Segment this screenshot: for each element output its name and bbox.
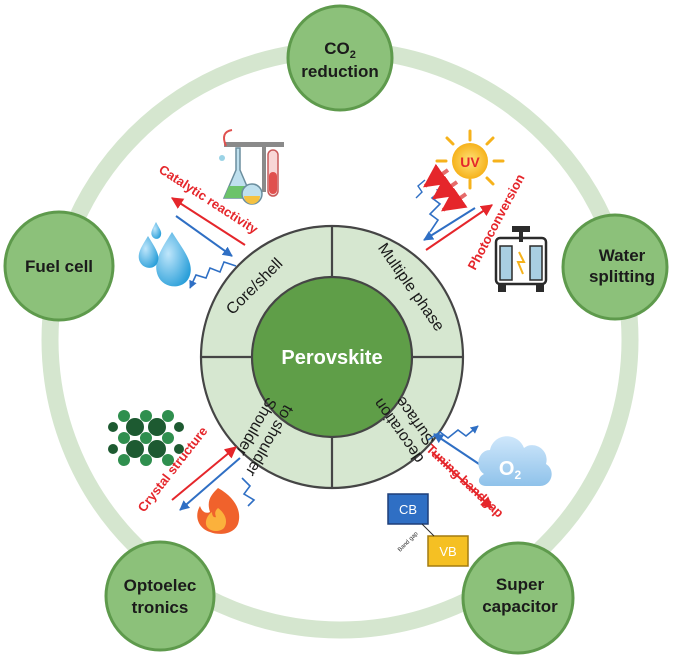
o2-cloud-icon: O2 bbox=[478, 436, 552, 486]
vb-text: VB bbox=[439, 544, 456, 559]
node-super-line1: Super bbox=[496, 575, 545, 594]
node-fuel-cell: Fuel cell bbox=[3, 210, 115, 322]
catalytic-arrow-blue-in bbox=[175, 215, 233, 257]
crystal-structure-group: Crystal structure bbox=[108, 410, 256, 534]
crystal-lattice-icon bbox=[108, 410, 184, 466]
photo-arrow-blue-in bbox=[423, 207, 476, 241]
node-co2-line1: CO2 bbox=[324, 39, 356, 61]
band-gap-text: Band gap bbox=[397, 531, 420, 554]
photoconversion-group: Photoconversion UV bbox=[415, 129, 548, 292]
uv-sun-icon: UV bbox=[435, 129, 505, 190]
node-super-circle bbox=[461, 541, 575, 655]
crystal-arrow-blue bbox=[179, 457, 241, 511]
photo-arrow-red bbox=[425, 204, 493, 251]
segment-donut: Perovskite Core/shell Multiple phase Sur… bbox=[199, 224, 465, 490]
node-opto-line1: Optoelec bbox=[124, 576, 197, 595]
cb-text: CB bbox=[399, 502, 417, 517]
node-water-line1: Water bbox=[599, 246, 646, 265]
crystal-arrow-red bbox=[171, 446, 237, 501]
center-circle bbox=[250, 275, 414, 439]
electrolyzer-icon bbox=[494, 226, 548, 292]
node-co2-reduction: CO2 reduction bbox=[286, 4, 394, 112]
tuning-bandgap-group: Tuning bandgap O2 CB VB Band gap bbox=[387, 425, 552, 567]
water-drops-icon bbox=[138, 222, 191, 287]
node-super-capacitor: Super capacitor bbox=[461, 541, 575, 655]
node-super-line2: capacitor bbox=[482, 597, 558, 616]
lab-flasks-icon bbox=[219, 129, 284, 205]
node-fuel-circle bbox=[3, 210, 115, 322]
tuning-wavy-arrow bbox=[427, 425, 479, 441]
tuning-arrow-red bbox=[431, 451, 493, 509]
center-label: Perovskite bbox=[281, 347, 382, 369]
o2-text: O2 bbox=[499, 458, 522, 482]
node-fuel-line1: Fuel cell bbox=[25, 257, 93, 276]
node-water-splitting: Water splitting bbox=[561, 213, 669, 321]
node-opto-circle bbox=[104, 540, 216, 652]
node-water-line2: splitting bbox=[589, 267, 655, 286]
band-diagram-icon: CB VB Band gap bbox=[387, 493, 469, 567]
node-water-circle bbox=[561, 213, 669, 321]
catalytic-arrow-red bbox=[170, 197, 246, 246]
uv-text: UV bbox=[460, 154, 480, 170]
uv-rays-icon bbox=[415, 163, 468, 212]
catalytic-wavy-arrow bbox=[189, 261, 237, 289]
node-optoelectronics: Optoelec tronics bbox=[104, 540, 216, 652]
node-co2-line2: reduction bbox=[301, 62, 378, 81]
fire-icon bbox=[197, 488, 240, 534]
node-opto-line2: tronics bbox=[132, 598, 189, 617]
crystal-wavy-arrow bbox=[241, 477, 256, 507]
node-co2-circle bbox=[286, 4, 394, 112]
